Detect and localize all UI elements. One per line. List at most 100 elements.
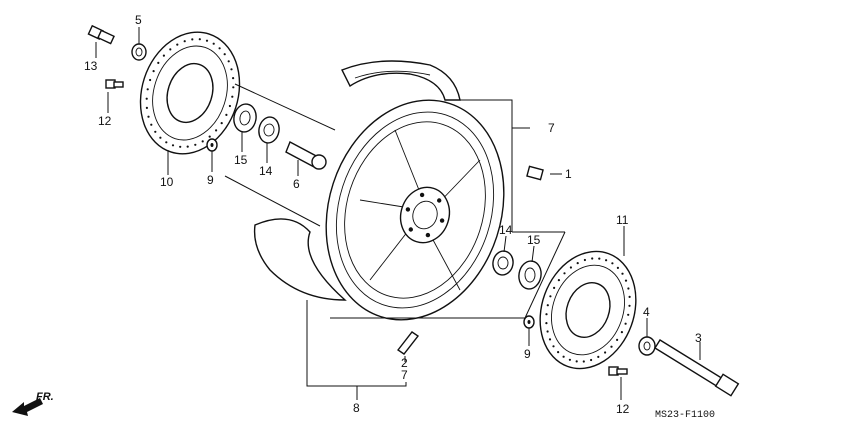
tire-lower [253, 218, 347, 301]
drill-hole [152, 70, 155, 73]
drill-hole [598, 257, 601, 260]
drill-hole [165, 141, 168, 144]
drill-hole [569, 266, 573, 269]
drill-hole [439, 218, 445, 223]
callout-14-right: 14 [499, 223, 513, 237]
drill-hole [557, 279, 561, 282]
drill-hole [205, 39, 209, 42]
drill-hole [605, 259, 608, 262]
drill-hole [548, 338, 552, 341]
callout-6: 6 [293, 177, 300, 191]
callout-1: 1 [565, 167, 572, 181]
drill-hole [146, 88, 149, 91]
drill-hole [154, 130, 157, 133]
forward-label: FR. [36, 391, 54, 403]
drill-hole [171, 144, 175, 147]
drill-hole [604, 351, 607, 354]
valve-2 [396, 331, 420, 355]
drill-hole [183, 40, 186, 43]
drill-hole [215, 129, 218, 132]
drill-hole [147, 115, 150, 118]
drill-hole [145, 97, 148, 100]
drill-hole [575, 360, 578, 363]
drill-hole [227, 60, 230, 63]
drill-hole [232, 77, 235, 80]
drill-hole [627, 313, 630, 316]
distance-collar-6 [285, 141, 327, 170]
front-axle-3 [654, 339, 740, 397]
callout-5: 5 [135, 13, 142, 27]
balance-weight-clip-1 [526, 165, 544, 181]
tire-upper [341, 60, 461, 101]
drill-hole [549, 295, 552, 298]
drill-hole [616, 266, 620, 269]
leader-lines [95, 27, 701, 400]
drill-hole [179, 145, 182, 148]
drill-hole [563, 272, 566, 275]
callout-15-left: 15 [234, 153, 248, 167]
wheel-rim [325, 99, 505, 321]
drill-hole [437, 198, 442, 203]
forward-arrow-icon [12, 398, 43, 416]
callout-12-left: 12 [98, 114, 112, 128]
drill-hole [546, 304, 549, 307]
callout-10: 10 [160, 175, 174, 189]
drill-hole [408, 227, 413, 232]
callout-11: 11 [616, 213, 629, 227]
drill-hole [198, 38, 201, 41]
bearing-15-right [518, 260, 542, 290]
callout-3: 3 [695, 331, 702, 345]
drill-hole [545, 322, 548, 325]
drill-hole [176, 43, 179, 46]
drill-hole [419, 192, 425, 198]
left-brake-disc [139, 31, 241, 155]
bearing-14-right [492, 250, 514, 276]
drill-hole [576, 262, 579, 265]
drill-hole [208, 135, 211, 138]
collar-4 [638, 336, 656, 356]
collar-5 [131, 43, 147, 61]
drill-hole [220, 122, 223, 125]
callout-15-right: 15 [527, 233, 541, 247]
drill-hole [624, 322, 627, 325]
drawing-code: MS23-F1100 [655, 410, 715, 421]
drill-hole [201, 140, 204, 143]
drill-hole [545, 313, 548, 316]
drill-hole [568, 358, 572, 361]
callout-9-right: 9 [524, 347, 531, 361]
drill-hole [557, 351, 560, 354]
drill-hole [628, 304, 631, 307]
callout-8: 8 [353, 401, 360, 415]
drill-hole [616, 338, 619, 341]
callout-7-valve: 7 [401, 368, 408, 382]
drill-hole [597, 355, 600, 358]
drill-hole [191, 38, 194, 41]
drill-hole [552, 345, 555, 348]
drill-hole [231, 95, 234, 98]
callout-labels: 13 5 12 10 9 15 14 6 7 1 14 15 11 4 3 9 … [84, 13, 702, 416]
drill-hole [621, 272, 624, 275]
drill-hole [225, 113, 228, 116]
drill-hole [582, 360, 585, 363]
drill-hole [624, 279, 628, 282]
callout-13: 13 [84, 59, 98, 73]
bolt-12-right [608, 366, 628, 376]
drill-hole [159, 136, 162, 139]
bearing-15-left [233, 103, 257, 133]
drill-hole [149, 78, 152, 82]
callout-7-rim: 7 [548, 121, 555, 135]
drill-hole [583, 258, 587, 262]
drill-hole [591, 257, 594, 260]
drill-hole [230, 68, 233, 71]
forward-direction-indicator: FR. [12, 391, 54, 416]
drill-hole [620, 331, 624, 334]
callout-4: 4 [643, 305, 650, 319]
bearing-14-left [258, 116, 280, 144]
drill-hole [223, 53, 226, 56]
drill-hole [212, 42, 215, 45]
bolt-12-left [105, 79, 124, 89]
drill-hole [405, 207, 411, 212]
callout-2: 2 [401, 356, 408, 370]
drill-hole [169, 48, 172, 51]
